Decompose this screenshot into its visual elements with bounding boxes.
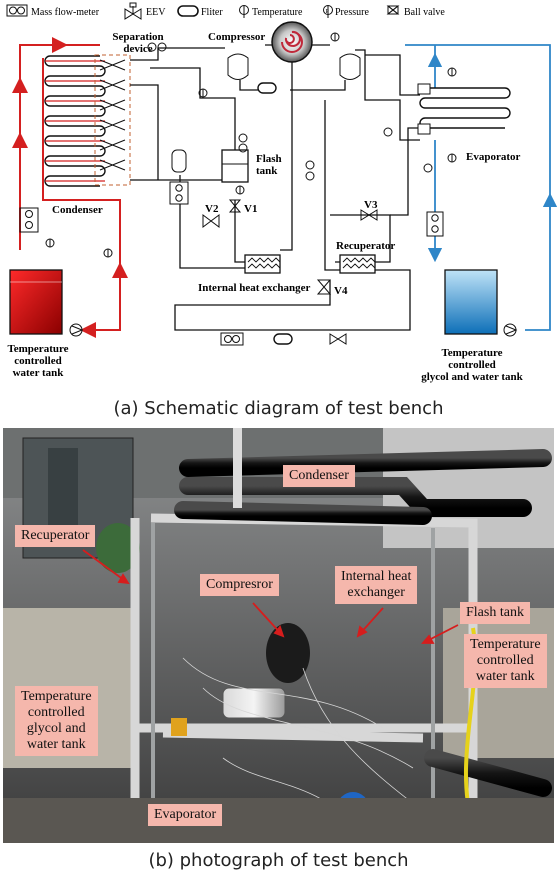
evaporator-flow-meter-icon (427, 212, 443, 236)
condenser-flow-meter-icon (20, 208, 38, 232)
label-v2: V2 (205, 203, 219, 215)
photo-label-water-tank-3: water tank (476, 669, 535, 684)
photo-label-ihe-1: Internal heat (341, 569, 411, 584)
eev-icon (125, 3, 141, 19)
mass-flow-meter-icon (7, 5, 27, 16)
legend-mass-flow-meter: Mass flow-meter (31, 7, 100, 18)
label-flash-1: Flash (256, 153, 282, 165)
photo-label-compressor: Compresror (200, 574, 279, 596)
label-evaporator: Evaporator (466, 151, 521, 163)
photo-label-evaporator: Evaporator (148, 804, 222, 826)
water-pump-icon (70, 324, 82, 336)
label-v1: V1 (244, 203, 257, 215)
legend-ball-valve: Ball valve (404, 7, 445, 18)
photo-label-water-tank-2: controlled (477, 653, 534, 668)
schematic-diagram: Mass flow-meter EEV Fliter Temperature P… (0, 0, 557, 400)
caption-schematic: (a) Schematic diagram of test bench (0, 398, 557, 419)
bottom-valve-icon (330, 334, 346, 344)
pressure-sensor-icon: P (324, 6, 333, 19)
pressure-sensors (148, 43, 432, 180)
photo-label-glycol-tank-1: Temperature (21, 689, 92, 704)
glycol-pump-icon (504, 324, 516, 336)
photo-label-ihe-2: exchanger (347, 585, 405, 600)
label-glycol-tank-2: controlled (448, 359, 495, 371)
photo-label-condenser: Condenser (283, 465, 355, 487)
photo-label-flash-tank: Flash tank (460, 602, 530, 624)
label-water-tank-1: Temperature (7, 343, 68, 355)
flash-tank (222, 150, 248, 182)
label-internal-heat-exchanger: Internal heat exchanger (198, 282, 311, 294)
label-condenser: Condenser (52, 204, 103, 216)
legend-eev: EEV (146, 7, 166, 18)
photo-label-water-tank: Temperature controlled water tank (464, 634, 547, 688)
compressor (272, 22, 312, 62)
test-bench-photograph: Condenser Recuperator Compresror Interna… (3, 428, 554, 843)
photo-label-internal-heat-exchanger: Internal heat exchanger (335, 566, 417, 604)
receiver-right (340, 54, 360, 80)
bottom-flow-meter-icon (221, 333, 243, 345)
ball-valve-icon (388, 6, 398, 14)
label-glycol-tank-1: Temperature (441, 347, 502, 359)
caption-photograph: (b) photograph of test bench (0, 850, 557, 871)
side-receiver (172, 150, 186, 172)
photo-label-glycol-tank-2: controlled (28, 705, 85, 720)
hot-water-tank (10, 270, 62, 334)
filter-bottom (274, 334, 292, 344)
valve-v2-icon (203, 215, 219, 227)
label-glycol-tank-3: glycol and water tank (421, 371, 523, 383)
internal-heat-exchanger (245, 255, 280, 273)
label-recuperator: Recuperator (336, 240, 395, 252)
photo-label-water-tank-1: Temperature (470, 637, 541, 652)
photo-label-glycol-tank: Temperature controlled glycol and water … (15, 686, 98, 756)
temperature-sensor-icon (240, 6, 249, 19)
side-flow-meter-icon (170, 182, 188, 204)
label-water-tank-3: water tank (13, 367, 65, 379)
valve-v4-icon (318, 280, 330, 294)
filter-top (258, 83, 276, 93)
label-water-tank-2: controlled (14, 355, 61, 367)
photo-label-recuperator: Recuperator (15, 525, 95, 547)
legend-pressure: Pressure (335, 7, 369, 18)
label-flash-2: tank (256, 165, 278, 177)
receiver-left (228, 54, 248, 80)
label-v4: V4 (334, 285, 348, 297)
photo-label-glycol-tank-4: water tank (27, 737, 86, 752)
label-compressor: Compressor (208, 31, 265, 43)
legend-temperature: Temperature (252, 7, 303, 18)
photo-label-glycol-tank-3: glycol and (27, 721, 86, 736)
label-separation-1: Separation (112, 31, 163, 43)
label-v3: V3 (364, 199, 378, 211)
legend-filter: Fliter (201, 7, 223, 18)
glycol-tank (445, 270, 497, 334)
recuperator (340, 255, 375, 273)
filter-icon (178, 6, 198, 16)
legend: Mass flow-meter EEV Fliter Temperature P… (7, 3, 445, 19)
